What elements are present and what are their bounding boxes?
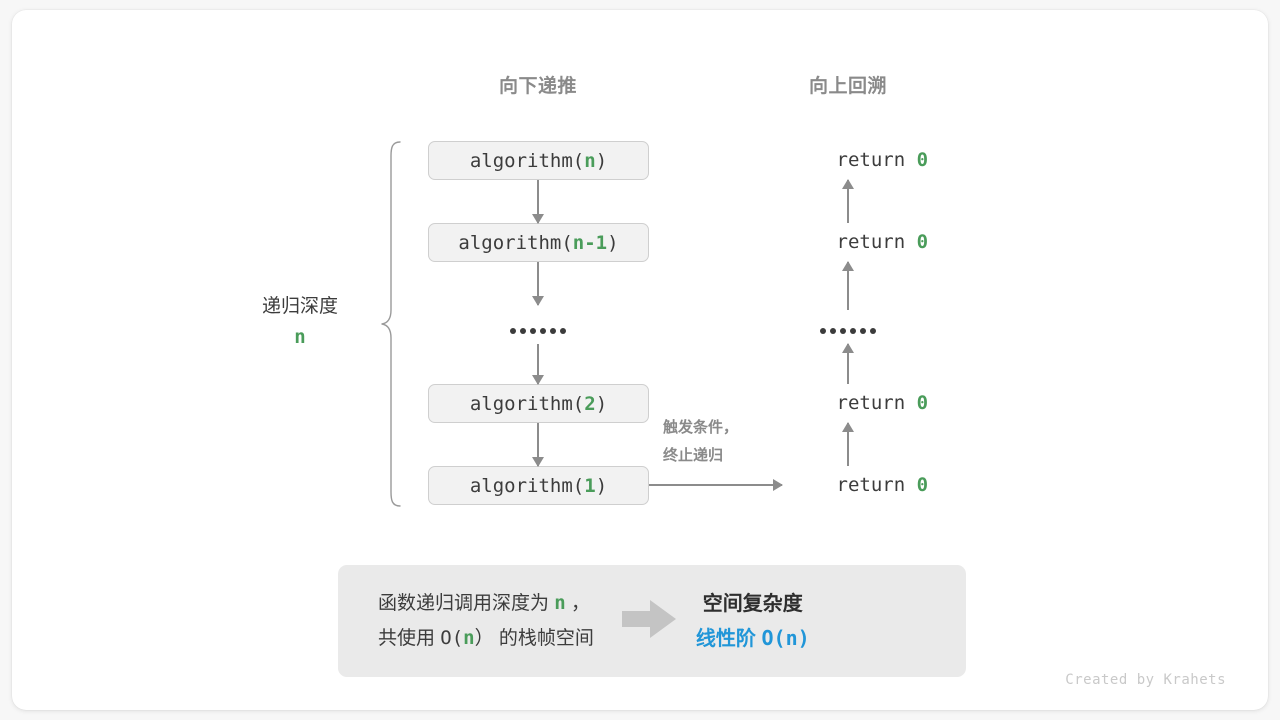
ellipsis-left — [510, 328, 566, 334]
call-box-arg: 1 — [584, 474, 596, 497]
call-box-prefix: algorithm( — [469, 149, 585, 172]
return-keyword: return — [836, 231, 917, 253]
call-box-n-minus-1[interactable]: algorithm(n-1) — [428, 223, 649, 262]
call-box-prefix: algorithm( — [458, 231, 573, 254]
diagram-card: 向下递推 向上回溯 递归深度 n algorithm(n) algorithm(… — [12, 10, 1268, 710]
ellipsis-right — [820, 328, 876, 334]
call-box-arg: 2 — [584, 392, 596, 415]
summary-line2-text-a: 共使用 — [378, 628, 441, 649]
ellipsis-dot — [560, 328, 566, 334]
call-box-suffix: ) — [595, 392, 608, 415]
ellipsis-dot — [540, 328, 546, 334]
summary-line2-n: n — [463, 627, 475, 649]
complexity-order-label: 线性阶 — [695, 627, 762, 650]
call-box-prefix: algorithm( — [469, 474, 585, 497]
call-box-suffix: ) — [607, 231, 619, 254]
return-label-3: return 0 — [768, 370, 929, 436]
return-label-4: return 0 — [768, 452, 929, 518]
call-box-suffix: ) — [595, 149, 608, 172]
recursion-depth-title: 递归深度 — [261, 296, 339, 317]
return-label-2: return 0 — [768, 209, 929, 275]
down-arrow-3 — [537, 344, 539, 384]
call-box-suffix: ) — [595, 474, 608, 497]
implies-arrow-icon — [621, 599, 676, 643]
return-value: 0 — [916, 231, 929, 253]
brace-icon — [381, 141, 401, 507]
return-value: 0 — [916, 392, 929, 414]
terminate-note-line2: 终止递归 — [663, 447, 724, 464]
ellipsis-dot — [550, 328, 556, 334]
summary-line1-text-b: ， — [565, 593, 591, 614]
up-arrow-2 — [847, 262, 849, 310]
summary-description: 函数递归调用深度为 n ， 共使用 O(n） 的栈帧空间 — [378, 586, 594, 656]
summary-line-1: 函数递归调用深度为 n ， — [378, 586, 594, 621]
call-box-arg: n-1 — [572, 231, 608, 254]
ellipsis-dot — [520, 328, 526, 334]
call-box-2[interactable]: algorithm(2) — [428, 384, 649, 423]
ellipsis-dot — [820, 328, 826, 334]
terminate-note-line1: 触发条件， — [663, 419, 739, 436]
space-complexity-value: 线性阶 O(n) — [696, 621, 810, 656]
summary-line2-o: O( — [440, 627, 464, 649]
space-complexity-title: 空间复杂度 — [702, 592, 803, 615]
block-arrow-icon — [621, 599, 676, 638]
up-arrow-1 — [847, 180, 849, 223]
ellipsis-dot — [530, 328, 536, 334]
summary-line2-close: ） — [474, 628, 494, 649]
up-arrow-4 — [847, 423, 849, 466]
summary-result: 空间复杂度 线性阶 O(n) — [696, 587, 810, 656]
summary-line1-n: n — [554, 592, 566, 614]
recursion-depth-label: 递归深度 n — [262, 292, 338, 352]
return-value: 0 — [916, 474, 929, 496]
down-arrow-2 — [537, 262, 539, 305]
ellipsis-dot — [860, 328, 866, 334]
ellipsis-dot — [830, 328, 836, 334]
return-keyword: return — [836, 474, 917, 496]
return-label-1: return 0 — [768, 127, 929, 193]
return-value: 0 — [916, 149, 929, 171]
credit-text: Created by Krahets — [1065, 672, 1226, 688]
ellipsis-dot — [840, 328, 846, 334]
return-keyword: return — [836, 149, 917, 171]
call-box-1[interactable]: algorithm(1) — [428, 466, 649, 505]
ellipsis-dot — [850, 328, 856, 334]
summary-line-2: 共使用 O(n） 的栈帧空间 — [378, 621, 594, 656]
terminate-arrow — [649, 484, 782, 486]
call-box-prefix: algorithm( — [469, 392, 585, 415]
ellipsis-dot — [870, 328, 876, 334]
summary-line2-text-b: 的栈帧空间 — [493, 628, 594, 649]
summary-panel: 函数递归调用深度为 n ， 共使用 O(n） 的栈帧空间 空间复杂度 线性阶 O… — [338, 565, 966, 677]
down-arrow-1 — [537, 180, 539, 223]
recursion-depth-value: n — [294, 326, 306, 348]
recursion-depth-brace — [380, 140, 402, 508]
header-downward-recursion: 向下递推 — [498, 76, 578, 97]
summary-line1-text-a: 函数递归调用深度为 — [378, 593, 555, 614]
terminate-note: 触发条件， 终止递归 — [663, 414, 738, 470]
down-arrow-4 — [537, 423, 539, 466]
up-arrow-3 — [847, 344, 849, 384]
call-box-arg: n — [584, 149, 596, 172]
ellipsis-dot — [510, 328, 516, 334]
complexity-formula: O(n) — [761, 625, 810, 650]
call-box-n[interactable]: algorithm(n) — [428, 141, 649, 180]
return-keyword: return — [836, 392, 917, 414]
header-upward-backtrack: 向上回溯 — [808, 76, 888, 97]
